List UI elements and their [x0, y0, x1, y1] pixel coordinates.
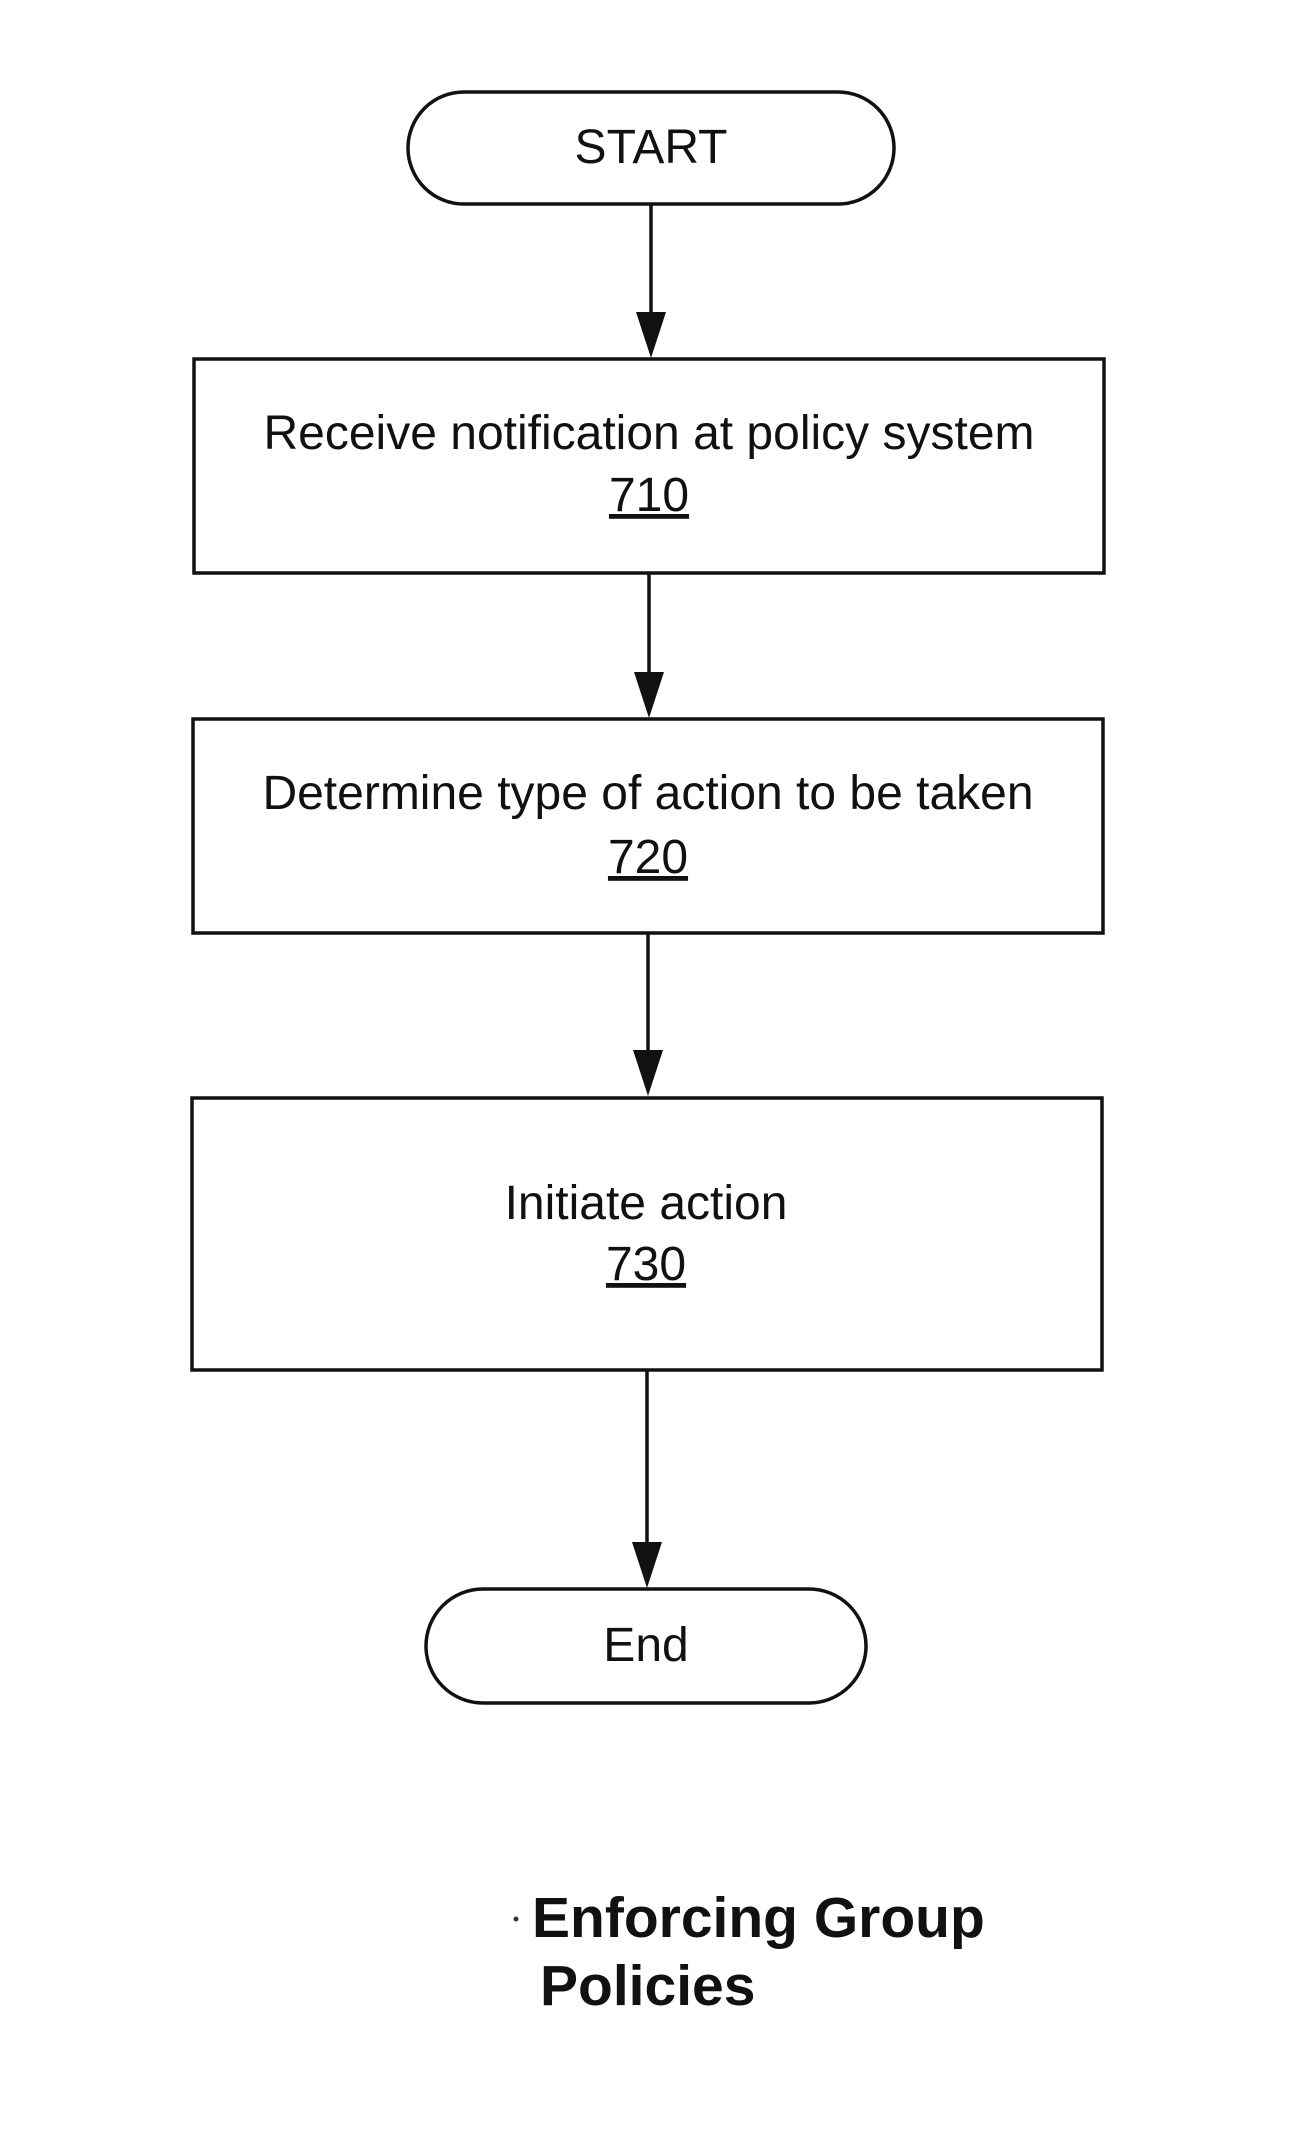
process-box-730	[192, 1098, 1102, 1370]
end-terminator: End	[426, 1589, 866, 1703]
connector-720-to-730	[633, 933, 663, 1096]
process-box-720	[193, 719, 1103, 933]
process-step-710: Receive notification at policy system 71…	[194, 359, 1104, 573]
arrowhead	[633, 1050, 663, 1096]
caption-line-1: Enforcing Group	[532, 1886, 985, 1950]
step-710-ref: 710	[609, 469, 689, 522]
arrowhead	[634, 672, 664, 718]
process-box-710	[194, 359, 1104, 573]
step-710-label: Receive notification at policy system	[264, 407, 1035, 460]
end-label: End	[603, 1619, 688, 1672]
figure-caption: Enforcing Group Policies	[514, 1886, 985, 2018]
connector-730-to-end	[632, 1370, 662, 1588]
step-720-ref: 720	[608, 831, 688, 884]
step-720-label: Determine type of action to be taken	[262, 767, 1033, 820]
start-terminator: START	[408, 92, 894, 204]
arrowhead	[632, 1542, 662, 1588]
connector-start-to-710	[636, 204, 666, 358]
stray-dot	[514, 1917, 519, 1922]
connector-710-to-720	[634, 573, 664, 718]
process-step-730: Initiate action 730	[192, 1098, 1102, 1370]
start-label: START	[575, 121, 728, 174]
caption-line-2: Policies	[540, 1954, 755, 2018]
arrowhead	[636, 312, 666, 358]
step-730-ref: 730	[606, 1238, 686, 1291]
process-step-720: Determine type of action to be taken 720	[193, 719, 1103, 933]
step-730-label: Initiate action	[505, 1177, 788, 1230]
